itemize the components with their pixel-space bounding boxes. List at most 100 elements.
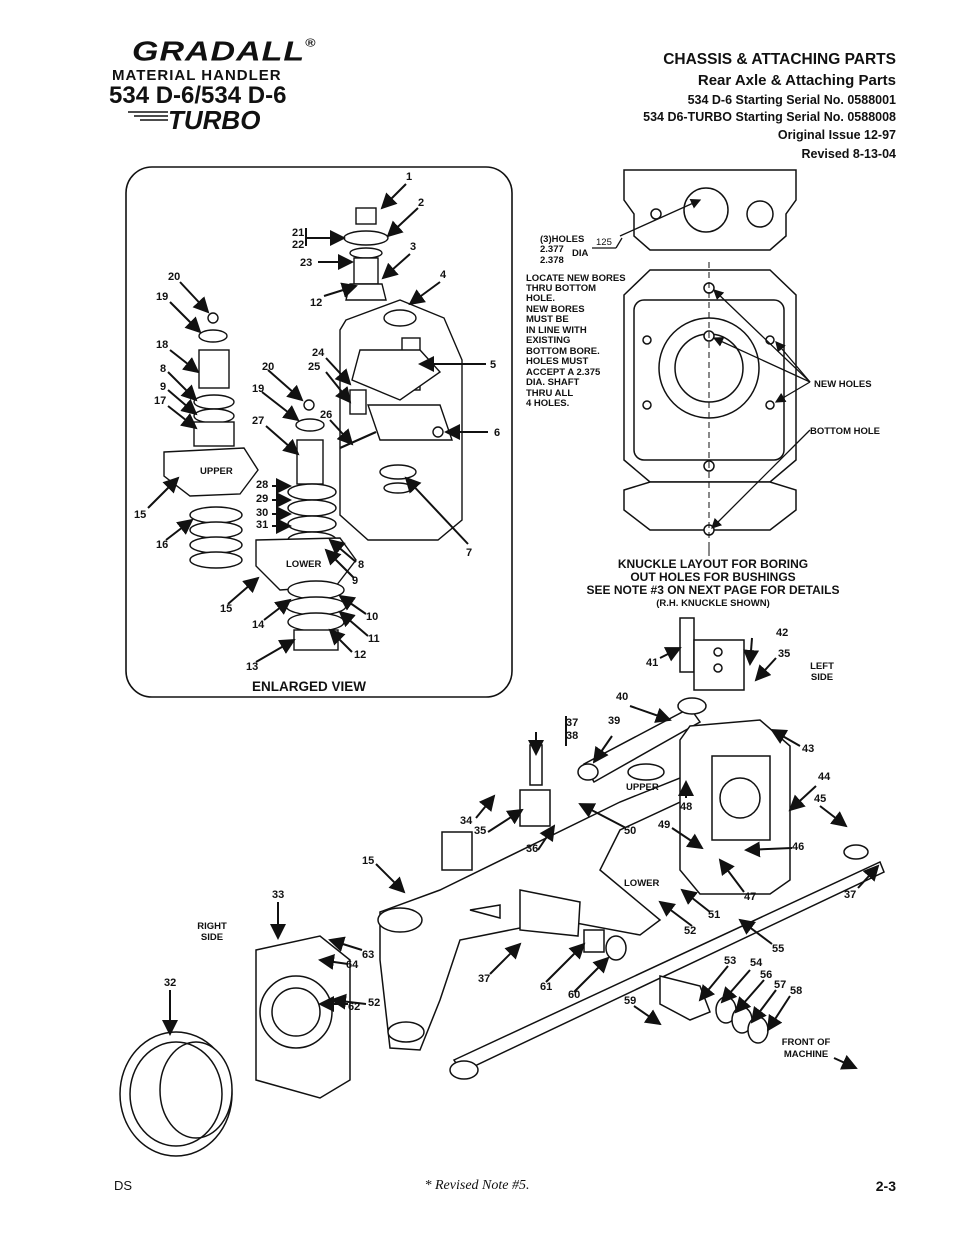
callout: 57 <box>774 979 786 991</box>
bore-note-line: 4 HOLES. <box>526 398 569 409</box>
callout: 60 <box>568 989 580 1001</box>
callout: 42 <box>776 627 788 639</box>
enlarged-leaders <box>147 183 488 663</box>
bore-note-line: HOLES MUST <box>526 356 588 367</box>
callout: 22 <box>292 239 304 251</box>
enlarged-parts <box>163 207 463 651</box>
callout: 43 <box>802 743 814 755</box>
callout: 52 <box>368 997 380 1009</box>
callout: 29 <box>256 493 268 505</box>
knuckle-layout-parts <box>623 169 797 556</box>
new-holes-label: NEW HOLES <box>814 379 872 390</box>
callout: 49 <box>658 819 670 831</box>
left-side-label: SIDE <box>811 672 833 683</box>
callout: 52 <box>684 925 696 937</box>
knuckle-caption-1: KNUCKLE LAYOUT FOR BORING <box>618 557 808 571</box>
main-callout-labels: 42 35 41 40 37 38 39 43 44 45 48 34 35 3… <box>164 627 856 1060</box>
bore-note-line: EXISTING <box>526 335 570 346</box>
revised-date: Revised 8-13-04 <box>801 147 896 161</box>
holes-note: (3)HOLES <box>540 234 584 245</box>
callout: 27 <box>252 415 264 427</box>
callout: 35 <box>778 648 790 660</box>
callout: 51 <box>708 909 720 921</box>
main-axle-parts <box>119 617 885 1157</box>
callout: 58 <box>790 985 802 997</box>
callout: 7 <box>466 547 472 559</box>
knuckle-labels: (3)HOLES 2.377 2.378 DIA 125 LOCATE NEW … <box>526 234 880 609</box>
callout: 62 <box>348 1001 360 1013</box>
callout: 15 <box>362 855 374 867</box>
callout: 54 <box>750 957 763 969</box>
callout: 47 <box>744 891 756 903</box>
callout: 40 <box>616 691 628 703</box>
callout: 53 <box>724 955 736 967</box>
page-number: 2-3 <box>875 1178 896 1194</box>
callout: 15 <box>220 603 232 615</box>
right-side-label: RIGHT <box>197 921 227 932</box>
knuckle-leaders <box>619 198 811 529</box>
bore-note-line: THRU BOTTOM <box>526 283 596 294</box>
callout: 37 <box>844 889 856 901</box>
logo-model: 534 D-6/534 D-6 <box>109 82 287 109</box>
callout: 38 <box>566 730 578 742</box>
front-of-machine-label: FRONT OF <box>782 1037 831 1048</box>
bottom-hole-label: BOTTOM HOLE <box>810 426 880 437</box>
speed-lines-icon <box>128 111 168 121</box>
callout: 19 <box>156 291 168 303</box>
knuckle-caption-4: (R.H. KNUCKLE SHOWN) <box>656 598 769 609</box>
callout: 64 <box>346 959 359 971</box>
upper-label: UPPER <box>626 782 659 793</box>
callout: 26 <box>320 409 332 421</box>
footer-code: DS <box>114 1178 133 1193</box>
callout: 10 <box>366 611 378 623</box>
upper-label: UPPER <box>200 466 233 477</box>
main-leaders <box>162 637 880 1070</box>
bore-note-line: THRU ALL <box>526 388 573 399</box>
knuckle-caption-2: OUT HOLES FOR BUSHINGS <box>630 570 795 584</box>
callout: 32 <box>164 977 176 989</box>
registered-mark: ® <box>305 36 317 50</box>
callout: 44 <box>818 771 831 783</box>
callout: 33 <box>272 889 284 901</box>
bore-note-line: HOLE. <box>526 293 555 304</box>
lower-label: LOWER <box>286 559 321 570</box>
callout: 18 <box>156 339 168 351</box>
enlarged-callout-labels: 1 2 21 22 3 23 4 12 20 19 18 8 9 17 24 2… <box>134 171 500 694</box>
callout: 41 <box>646 657 658 669</box>
lower-label: LOWER <box>624 878 659 889</box>
brand-logo: GRADALL® <box>132 36 317 68</box>
holes-dim1: 2.377 <box>540 244 564 255</box>
callout: 19 <box>252 383 264 395</box>
bore-note-line: ACCEPT A 2.375 <box>526 367 601 378</box>
callout: 23 <box>300 257 312 269</box>
callout: 21 <box>292 227 304 239</box>
callout: 59 <box>624 995 636 1007</box>
brand-name: GRADALL <box>132 36 306 68</box>
callout: 20 <box>168 271 180 283</box>
left-side-label: LEFT <box>810 661 834 672</box>
callout: 56 <box>760 969 772 981</box>
bore-note-line: DIA. SHAFT <box>526 377 580 388</box>
callout: 3 <box>410 241 416 253</box>
callout: 34 <box>460 815 473 827</box>
callout: 8 <box>358 559 364 571</box>
callout: 13 <box>246 661 258 673</box>
dia-label: DIA <box>572 248 589 259</box>
right-side-label: SIDE <box>201 932 223 943</box>
callout: 36 <box>526 843 538 855</box>
callout: 5 <box>490 359 496 371</box>
callout: 30 <box>256 507 268 519</box>
front-of-machine-label: MACHINE <box>784 1049 828 1060</box>
callout: 6 <box>494 427 500 439</box>
page-title: Rear Axle & Attaching Parts <box>697 72 896 89</box>
callout: 12 <box>310 297 322 309</box>
bore-note-line: LOCATE NEW BORES <box>526 273 626 284</box>
callout: 9 <box>160 381 166 393</box>
callout: 35 <box>474 825 486 837</box>
section-title: CHASSIS & ATTACHING PARTS <box>663 51 896 68</box>
callout: 46 <box>792 841 804 853</box>
holes-dim2: 2.378 <box>540 255 564 266</box>
callout: 31 <box>256 519 268 531</box>
callout: 2 <box>418 197 424 209</box>
callout: 16 <box>156 539 168 551</box>
